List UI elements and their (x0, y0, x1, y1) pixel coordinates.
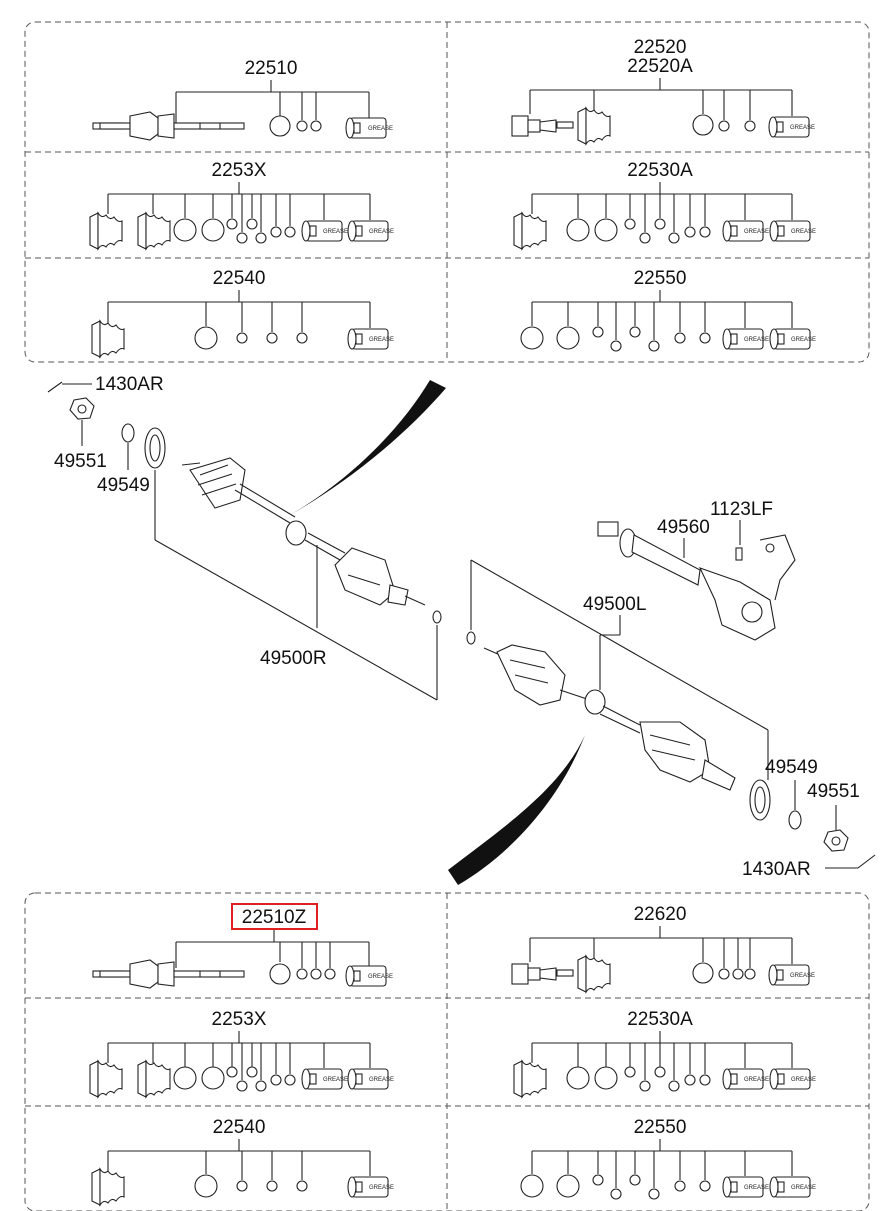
grease-label: GREASE (368, 974, 393, 980)
kit-label: 2253X (212, 160, 267, 181)
callout-49549-bottom: 49549 (765, 757, 818, 778)
callout-49500l: 49500L (583, 594, 646, 615)
bolt-1430ar-bottom: 1430AR (742, 854, 876, 880)
grease-label: GREASE (791, 1077, 816, 1083)
callout-1123lf: 1123LF (710, 499, 773, 520)
grease-label: GREASE (791, 1185, 816, 1191)
grease-label: GREASE (369, 337, 394, 343)
kit-22620-bottom: 22620 GREASE (511, 904, 815, 993)
ring-49549-bottom: 49549 (749, 757, 818, 830)
grease-label: GREASE (791, 337, 816, 343)
grease-label: GREASE (369, 1077, 394, 1083)
kit-label: 22550 (634, 1117, 687, 1138)
kit-label: 22540 (213, 268, 266, 289)
callout-49549-top: 49549 (97, 475, 150, 496)
kit-label: 22510 (245, 58, 298, 79)
grease-label: GREASE (744, 1077, 769, 1083)
kit-2253X-bottom: 2253X GREASE GREASE (89, 1009, 394, 1098)
kit-label: 22540 (213, 1117, 266, 1138)
swoosh-top (290, 380, 446, 515)
kit-label: 22620 (634, 904, 687, 925)
kit-22510-top: 22510 GREASE (92, 58, 393, 141)
kit-label-highlighted: 22510Z (242, 907, 307, 928)
grease-label: GREASE (323, 1077, 348, 1083)
kit-22550-bottom: 22550 GREASE GREASE (520, 1117, 816, 1200)
grease-label: GREASE (744, 1185, 769, 1191)
shaft-49500r: 49500R (154, 457, 442, 701)
callout-1430ar-top: 1430AR (95, 374, 164, 395)
grease-label: GREASE (744, 229, 769, 235)
callout-49551-top: 49551 (54, 451, 107, 472)
grease-label: GREASE (790, 973, 815, 979)
grease-label: GREASE (744, 337, 769, 343)
highlight-box (231, 903, 318, 930)
grease-label: GREASE (369, 229, 394, 235)
kit-label-alt: 22520A (627, 56, 693, 77)
grease-label: GREASE (323, 229, 348, 235)
callout-1430ar-bottom: 1430AR (742, 859, 811, 880)
kit-22510z-bottom: 22510Z GREASE (92, 903, 393, 989)
shaft-49560: 1123LF 49560 (597, 499, 796, 641)
kit-22550-top: 22550 GREASE GREASE (520, 268, 816, 352)
grease-label: GREASE (369, 1185, 394, 1191)
grease-label: GREASE (790, 125, 815, 131)
kit-label: 22530A (627, 160, 693, 181)
ring-49549-top: 49549 (97, 423, 166, 496)
kit-22530A-top: 22530A GREASE GREASE (513, 160, 816, 250)
callout-49500r: 49500R (260, 648, 327, 669)
kit-label: 22520 (634, 37, 687, 58)
swoosh-bottom (448, 735, 585, 885)
nut-49551-top: 49551 (54, 397, 107, 472)
grease-label: GREASE (791, 229, 816, 235)
kit-label: 22550 (634, 268, 687, 289)
kit-22540-bottom: 22540 GREASE (91, 1117, 394, 1206)
kit-2253X-top: 2253X GREASE GREASE (89, 160, 394, 250)
kit-label: 2253X (212, 1009, 267, 1030)
kit-22530A-bottom: 22530A GREASE GREASE (513, 1009, 816, 1098)
kit-label: 22530A (627, 1009, 693, 1030)
grease-label: GREASE (368, 126, 393, 132)
bolt-1430ar-top: 1430AR (47, 374, 164, 395)
callout-49551-bottom: 49551 (807, 781, 860, 802)
kit-22540-top: 22540 GREASE (91, 268, 394, 358)
callout-49560: 49560 (657, 517, 710, 538)
nut-49551-bottom: 49551 (807, 781, 860, 852)
kit-22520-top: 22520 22520A GREASE (511, 37, 815, 145)
shaft-49500l: 49500L (466, 559, 769, 791)
